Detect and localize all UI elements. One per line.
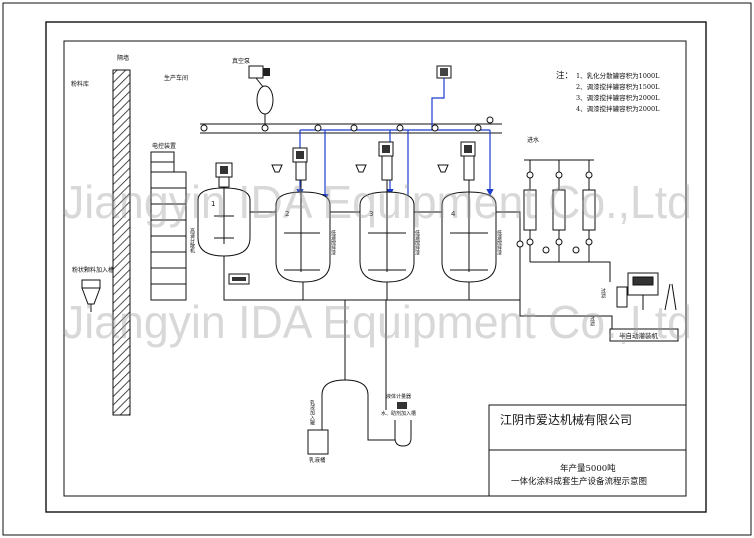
- emulsion-tank-label: 乳液桶: [309, 456, 326, 464]
- tank-3-number: 3: [369, 210, 373, 218]
- tank-3: [359, 141, 415, 292]
- powder-feed-hopper: [81, 279, 101, 312]
- mixer-2-label: 低速搅拌漆: [330, 229, 336, 256]
- filter-label-2: 过滤: [589, 315, 595, 327]
- wall-label: 隔墙: [117, 54, 129, 62]
- tank-2: [275, 147, 331, 292]
- header-valves: [200, 116, 494, 132]
- tank-1-number: 1: [211, 200, 215, 208]
- powder-feed-label: 粉状颗料加入槽: [72, 266, 114, 274]
- filter-valves: [516, 171, 593, 254]
- storage-room-label: 粉料库: [71, 80, 89, 88]
- note-line-2: 2、调漆搅拌罐容积为1500L: [576, 82, 660, 91]
- mixer-4-label: 低速搅拌漆: [496, 229, 502, 256]
- workshop-label: 生产车间: [164, 74, 188, 82]
- vacuum-pump: [248, 65, 274, 124]
- mixer-motor: [436, 65, 452, 79]
- liquid-meter-label: 液体计量器: [386, 393, 411, 400]
- tank-4: [441, 141, 497, 292]
- title-line-2: 一体化涂料成套生产设备流程示意图: [511, 476, 647, 487]
- additive-funnels: [271, 164, 449, 173]
- tank-1-disperser: [197, 162, 251, 266]
- title-block: 江阴市爱达机械有限公司 年产量5000吨 一体化涂料成套生产设备流程示意图: [488, 404, 687, 497]
- water-supply-label: 进水: [527, 136, 539, 144]
- tank-2-number: 2: [285, 210, 289, 218]
- filling-machine: [609, 272, 679, 342]
- drawing-frame: [45, 21, 707, 513]
- emulsion-feed-line: [321, 300, 395, 441]
- filter-label-1: 过滤: [600, 287, 606, 299]
- control-cabinet-label: 电控装置: [152, 142, 176, 150]
- emulsion-feed-label: 乳液加入罐: [309, 399, 315, 426]
- water-feed-label: 水、助剂加入槽: [381, 410, 416, 417]
- water-feed-tank: [394, 420, 412, 447]
- transfer-pipes: [223, 211, 521, 301]
- vacuum-pump-label: 真空泵: [232, 57, 250, 65]
- liquid-meter: [397, 402, 407, 409]
- note-line-1: 1、乳化分散罐容积为1000L: [576, 71, 660, 80]
- emulsion-tank: [307, 429, 329, 455]
- filling-machine-label: 半自动灌装机: [619, 331, 659, 340]
- mixer-3-label: 低速搅拌漆: [414, 229, 420, 256]
- partition-wall: [112, 69, 131, 416]
- disperser-label: 高速分散机: [189, 227, 195, 254]
- note-line-4: 4、调漆搅拌罐容积为2000L: [576, 104, 660, 113]
- notes-title: 注：: [556, 70, 573, 81]
- inner-frame: [63, 40, 687, 497]
- watermark-top: Jiangyin IDA Equipment Co.,Ltd: [62, 176, 692, 228]
- note-line-3: 3、调漆搅拌罐容积为2000L: [576, 93, 660, 102]
- watermark-bottom: Jiangyin IDA Equipment Co.,Ltd: [62, 296, 692, 348]
- stairs: [150, 171, 187, 301]
- company-name: 江阴市爱达机械有限公司: [500, 412, 632, 427]
- notes-block: 注： 1、乳化分散罐容积为1000L 2、调漆搅拌罐容积为1500L 3、调漆搅…: [556, 70, 660, 113]
- title-line-1: 年产量5000吨: [560, 463, 616, 474]
- tank-4-number: 4: [451, 210, 456, 218]
